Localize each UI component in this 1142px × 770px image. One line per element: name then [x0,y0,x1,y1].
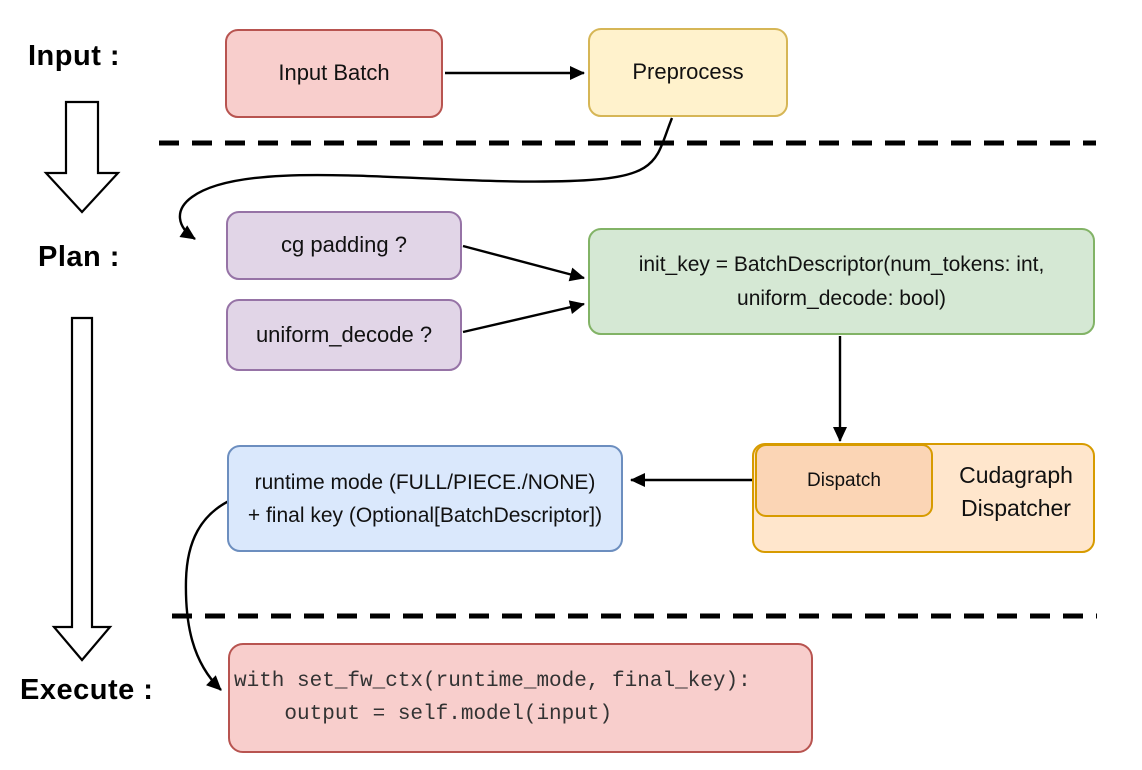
node-label: cg padding ? [281,232,407,258]
node-label-line2: + final key (Optional[BatchDescriptor]) [247,503,603,527]
node-dispatch: Dispatch [755,444,933,517]
arrow-uniform-decode-to-init-key [462,300,585,334]
node-label-line1: init_key = BatchDescriptor(num_tokens: i… [638,252,1045,276]
phase-arrow-input-to-plan [43,100,121,214]
node-cg-padding: cg padding ? [226,211,462,280]
node-label: Dispatch [807,469,881,491]
node-input-batch: Input Batch [225,29,443,118]
node-preprocess: Preprocess [588,28,788,117]
node-label-line2: Dispatcher [961,495,1071,521]
node-uniform-decode: uniform_decode ? [226,299,462,371]
node-label-line1: runtime mode (FULL/PIECE./NONE) [254,470,596,494]
code-line1: with set_fw_ctx(runtime_mode, final_key)… [234,670,751,693]
node-label: Preprocess [632,59,744,85]
node-label-line2: uniform_decode: bool) [737,286,946,310]
curved-arrow-runtime-to-execute-code [184,497,234,691]
phase-arrow-plan-to-execute [51,316,113,662]
node-init-key: init_key = BatchDescriptor(num_tokens: i… [588,228,1095,335]
phase-label-input: Input : [28,40,121,72]
node-label-line1: Cudagraph [959,462,1073,488]
arrow-cg-padding-to-init-key [462,244,585,282]
node-execute-code: with set_fw_ctx(runtime_mode, final_key)… [228,643,813,753]
node-runtime-mode: runtime mode (FULL/PIECE./NONE) + final … [227,445,623,552]
phase-label-plan: Plan : [38,241,120,273]
node-label: Cudagraph Dispatcher [935,459,1097,525]
node-label: uniform_decode ? [255,321,433,347]
code-line2: output = self.model(input) [234,703,613,726]
phase-label-execute: Execute : [20,674,154,706]
node-label: Input Batch [278,60,390,86]
